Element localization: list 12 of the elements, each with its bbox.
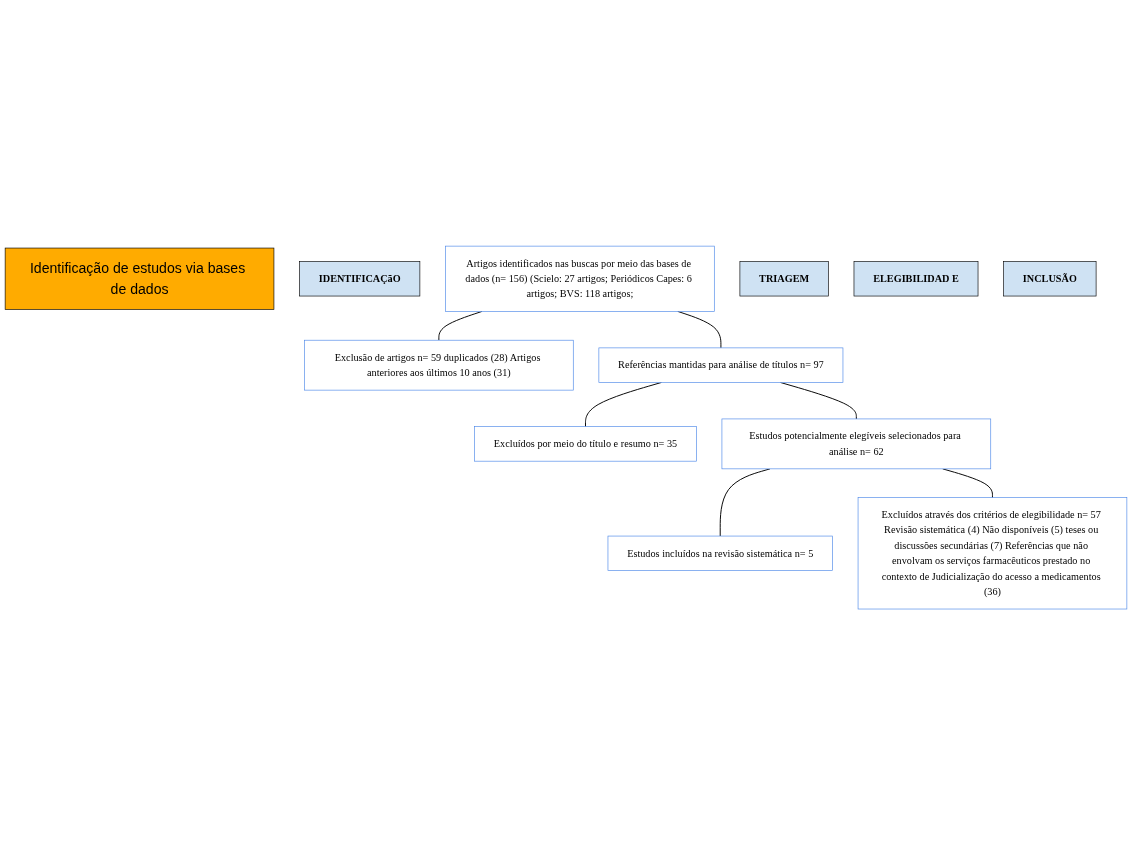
node-box: ELEGIBILIDAD E — [853, 261, 979, 297]
node-box: Estudos incluídos na revisão sistemática n= 5 — [607, 535, 833, 571]
node-box: Artigos identificados nas buscas por meio das bases de dados (n= 156) (Scielo: 27 artigos; Periódicos Capes: 6 artigos; BVS: 118 artigos; — [445, 245, 715, 312]
node-box: INCLUSÃO — [1003, 261, 1097, 297]
node-box: Identificação de estudos via bases de dados — [4, 247, 275, 310]
node-box: Estudos potencialmente elegíveis selecionados para análise n= 62 — [721, 418, 992, 470]
node-box: Exclusão de artigos n= 59 duplicados (28) Artigos anteriores aos últimos 10 anos (31) — [304, 339, 574, 391]
node-box: TRIAGEM — [739, 261, 829, 297]
node-box: Referências mantidas para análise de títulos n= 97 — [598, 347, 844, 383]
node-box: Excluídos por meio do título e resumo n= 35 — [474, 426, 697, 462]
node-box: IDENTIFICAÇãO — [299, 261, 421, 297]
node-box: Excluídos através dos critérios de elegibilidade n= 57 Revisão sistemática (4) Não disponíveis (5) teses ou discussões secundárias (7) Referências que não envolvam os serviços farmacêuticos prestado no contexto de Judicialização do acesso a medicamentos (36) — [857, 497, 1128, 610]
